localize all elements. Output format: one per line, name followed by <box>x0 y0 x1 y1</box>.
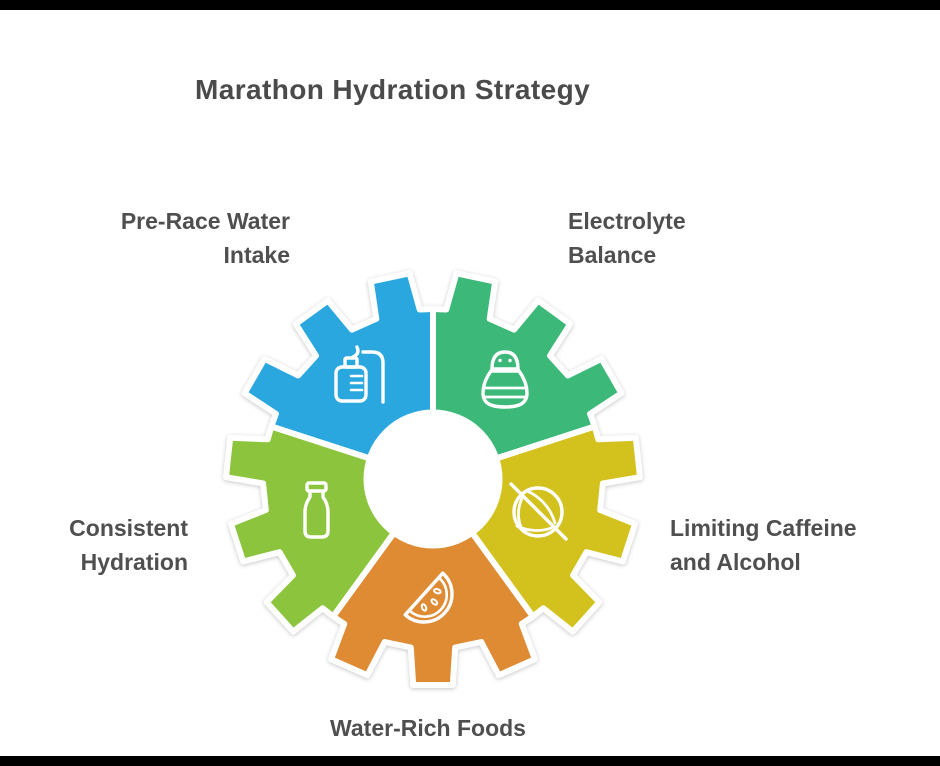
label-line: Pre-Race Water <box>120 208 290 234</box>
segment-label-water-rich-foods: Water-Rich Foods <box>283 711 573 745</box>
milk-bottle-icon <box>303 481 330 539</box>
label-line: Balance <box>568 242 657 268</box>
segment-label-consistent-hydration: Consistent Hydration <box>28 511 188 579</box>
segment-label-pre-race-water-intake: Pre-Race Water Intake <box>58 204 290 272</box>
salt-shaker-icon <box>481 350 529 409</box>
segment-label-limiting-caffeine-and-alcohol: Limiting Caffeine and Alcohol <box>670 511 915 579</box>
electrolyte-balance-segment <box>430 270 625 482</box>
label-line: Water-Rich Foods <box>330 715 526 741</box>
iv-drip-icon <box>334 345 385 404</box>
letterbox-bottom-bar <box>0 756 940 766</box>
label-line: Limiting Caffeine <box>670 515 857 541</box>
label-line: Intake <box>223 242 290 268</box>
gear-center-hole <box>363 409 503 549</box>
label-line: Consistent <box>69 515 188 541</box>
page-title: Marathon Hydration Strategy <box>195 74 591 105</box>
segment-label-electrolyte-balance: Electrolyte Balance <box>568 204 798 272</box>
label-line: Electrolyte <box>568 208 686 234</box>
label-line: Hydration <box>80 549 188 575</box>
label-line: and Alcohol <box>670 549 801 575</box>
watermelon-icon <box>403 571 454 624</box>
no-caffeine-icon <box>509 482 568 541</box>
pre-race-water-intake-segment <box>241 270 436 482</box>
letterbox-top-bar <box>0 0 940 10</box>
